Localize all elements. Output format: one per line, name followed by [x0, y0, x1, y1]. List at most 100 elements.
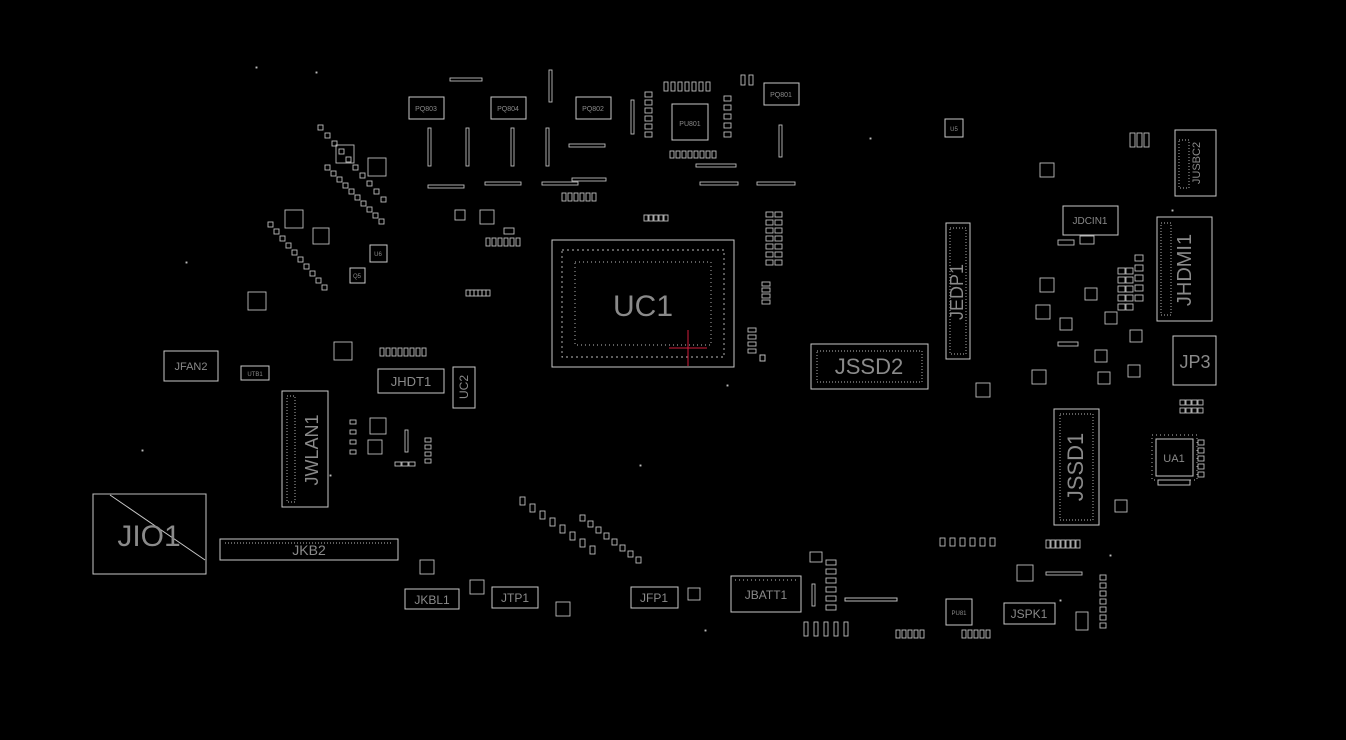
passive-part [663, 214, 669, 222]
passive-part [1134, 284, 1144, 292]
component-ua1[interactable]: UA1 [1151, 434, 1198, 481]
component-pq804[interactable]: PQ804 [490, 96, 527, 120]
passive-part [761, 299, 771, 305]
passive-part [844, 597, 898, 602]
passive-part [1125, 303, 1134, 311]
passive-part [477, 289, 483, 297]
passive-part [825, 604, 837, 611]
passive-part [284, 209, 304, 229]
passive-part [503, 237, 509, 247]
component-pq801[interactable]: PQ801 [763, 82, 800, 106]
passive-part [1084, 287, 1098, 301]
passive-part [1060, 539, 1066, 549]
passive-part [1109, 554, 1112, 557]
passive-part [1171, 209, 1174, 212]
passive-part [1129, 329, 1143, 343]
passive-part [509, 237, 515, 247]
component-uc2[interactable]: UC2 [452, 366, 476, 409]
component-pu801[interactable]: PU801 [671, 103, 709, 141]
passive-part [1035, 304, 1051, 320]
component-jfan2[interactable]: JFAN2 [163, 350, 219, 382]
component-jwlan1[interactable]: JWLAN1 [281, 390, 329, 508]
passive-part [681, 150, 687, 159]
passive-part [1117, 285, 1126, 293]
passive-part [1039, 277, 1055, 293]
component-label-jdcin1: JDCIN1 [1072, 216, 1107, 227]
passive-part [479, 209, 495, 225]
passive-part [687, 587, 701, 601]
component-jfp1[interactable]: JFP1 [630, 586, 679, 609]
component-label-jtp1: JTP1 [501, 591, 529, 605]
component-label-u5: U5 [950, 127, 958, 133]
passive-part [765, 259, 774, 266]
component-jdcin1[interactable]: JDCIN1 [1062, 205, 1119, 236]
passive-part [675, 150, 681, 159]
passive-part [449, 77, 483, 82]
passive-part [1117, 267, 1126, 275]
passive-part [315, 277, 322, 284]
passive-part [869, 137, 872, 140]
passive-part [723, 122, 732, 129]
component-utb1[interactable]: UTB1 [240, 365, 270, 381]
passive-part [541, 181, 579, 186]
component-jssd1[interactable]: JSSD1 [1053, 408, 1100, 526]
component-jkbl1[interactable]: JKBL1 [404, 588, 460, 610]
passive-part [1179, 407, 1186, 414]
component-label-jp3: JP3 [1179, 352, 1210, 372]
passive-part [1143, 132, 1150, 148]
passive-part [844, 597, 898, 602]
passive-part [774, 259, 783, 266]
passive-part [579, 192, 585, 202]
component-pq802[interactable]: PQ802 [575, 96, 612, 120]
passive-part [401, 461, 409, 467]
passive-part [349, 449, 357, 455]
passive-part [345, 156, 352, 163]
component-u5[interactable]: U5 [944, 118, 964, 138]
component-jusbc2[interactable]: JUSBC2 [1174, 129, 1217, 197]
passive-part [1117, 303, 1126, 311]
passive-part [1191, 399, 1198, 406]
passive-part [726, 384, 729, 387]
component-jkb2[interactable]: JKB2 [219, 538, 399, 561]
passive-part [561, 192, 567, 202]
component-jspk1[interactable]: JSPK1 [1003, 602, 1056, 625]
component-jhdmi1[interactable]: JHDMI1 [1156, 216, 1213, 322]
passive-part [774, 251, 783, 258]
component-u6[interactable]: U6 [369, 244, 388, 263]
passive-components [93, 66, 1205, 639]
passive-part [415, 347, 421, 357]
passive-part [778, 124, 783, 158]
passive-part [403, 347, 409, 357]
passive-part [454, 209, 466, 221]
component-label-pq802: PQ802 [582, 106, 604, 113]
component-jssd2[interactable]: JSSD2 [810, 343, 929, 390]
component-jio1[interactable]: JIO1 [92, 493, 207, 575]
passive-part [1016, 564, 1034, 582]
component-jtp1[interactable]: JTP1 [491, 586, 539, 609]
passive-part [644, 99, 653, 106]
component-jhdt1[interactable]: JHDT1 [377, 368, 445, 394]
passive-part [324, 164, 331, 171]
passive-part [1039, 162, 1055, 178]
component-q5[interactable]: Q5 [349, 267, 366, 284]
component-uc1[interactable]: UC1 [551, 239, 735, 368]
component-jbatt1[interactable]: JBATT1 [730, 575, 802, 613]
passive-part [424, 458, 432, 464]
passive-part [1179, 399, 1186, 406]
passive-part [373, 188, 380, 195]
component-label-jwlan1: JWLAN1 [302, 414, 322, 485]
passive-part [759, 354, 766, 362]
component-jedp1[interactable]: JEDP1 [945, 222, 971, 360]
component-label-jssd2: JSSD2 [835, 354, 903, 379]
component-pq803[interactable]: PQ803 [408, 96, 445, 120]
component-label-jbatt1: JBATT1 [745, 588, 788, 602]
passive-part [761, 281, 771, 287]
component-label-pq804: PQ804 [497, 106, 519, 113]
passive-part [699, 181, 739, 186]
passive-part [1191, 407, 1198, 414]
passive-part [255, 66, 258, 69]
passive-part [759, 354, 766, 362]
passive-part [539, 510, 546, 520]
component-jp3[interactable]: JP3 [1172, 335, 1217, 386]
component-pu81[interactable]: PU81 [945, 598, 973, 626]
